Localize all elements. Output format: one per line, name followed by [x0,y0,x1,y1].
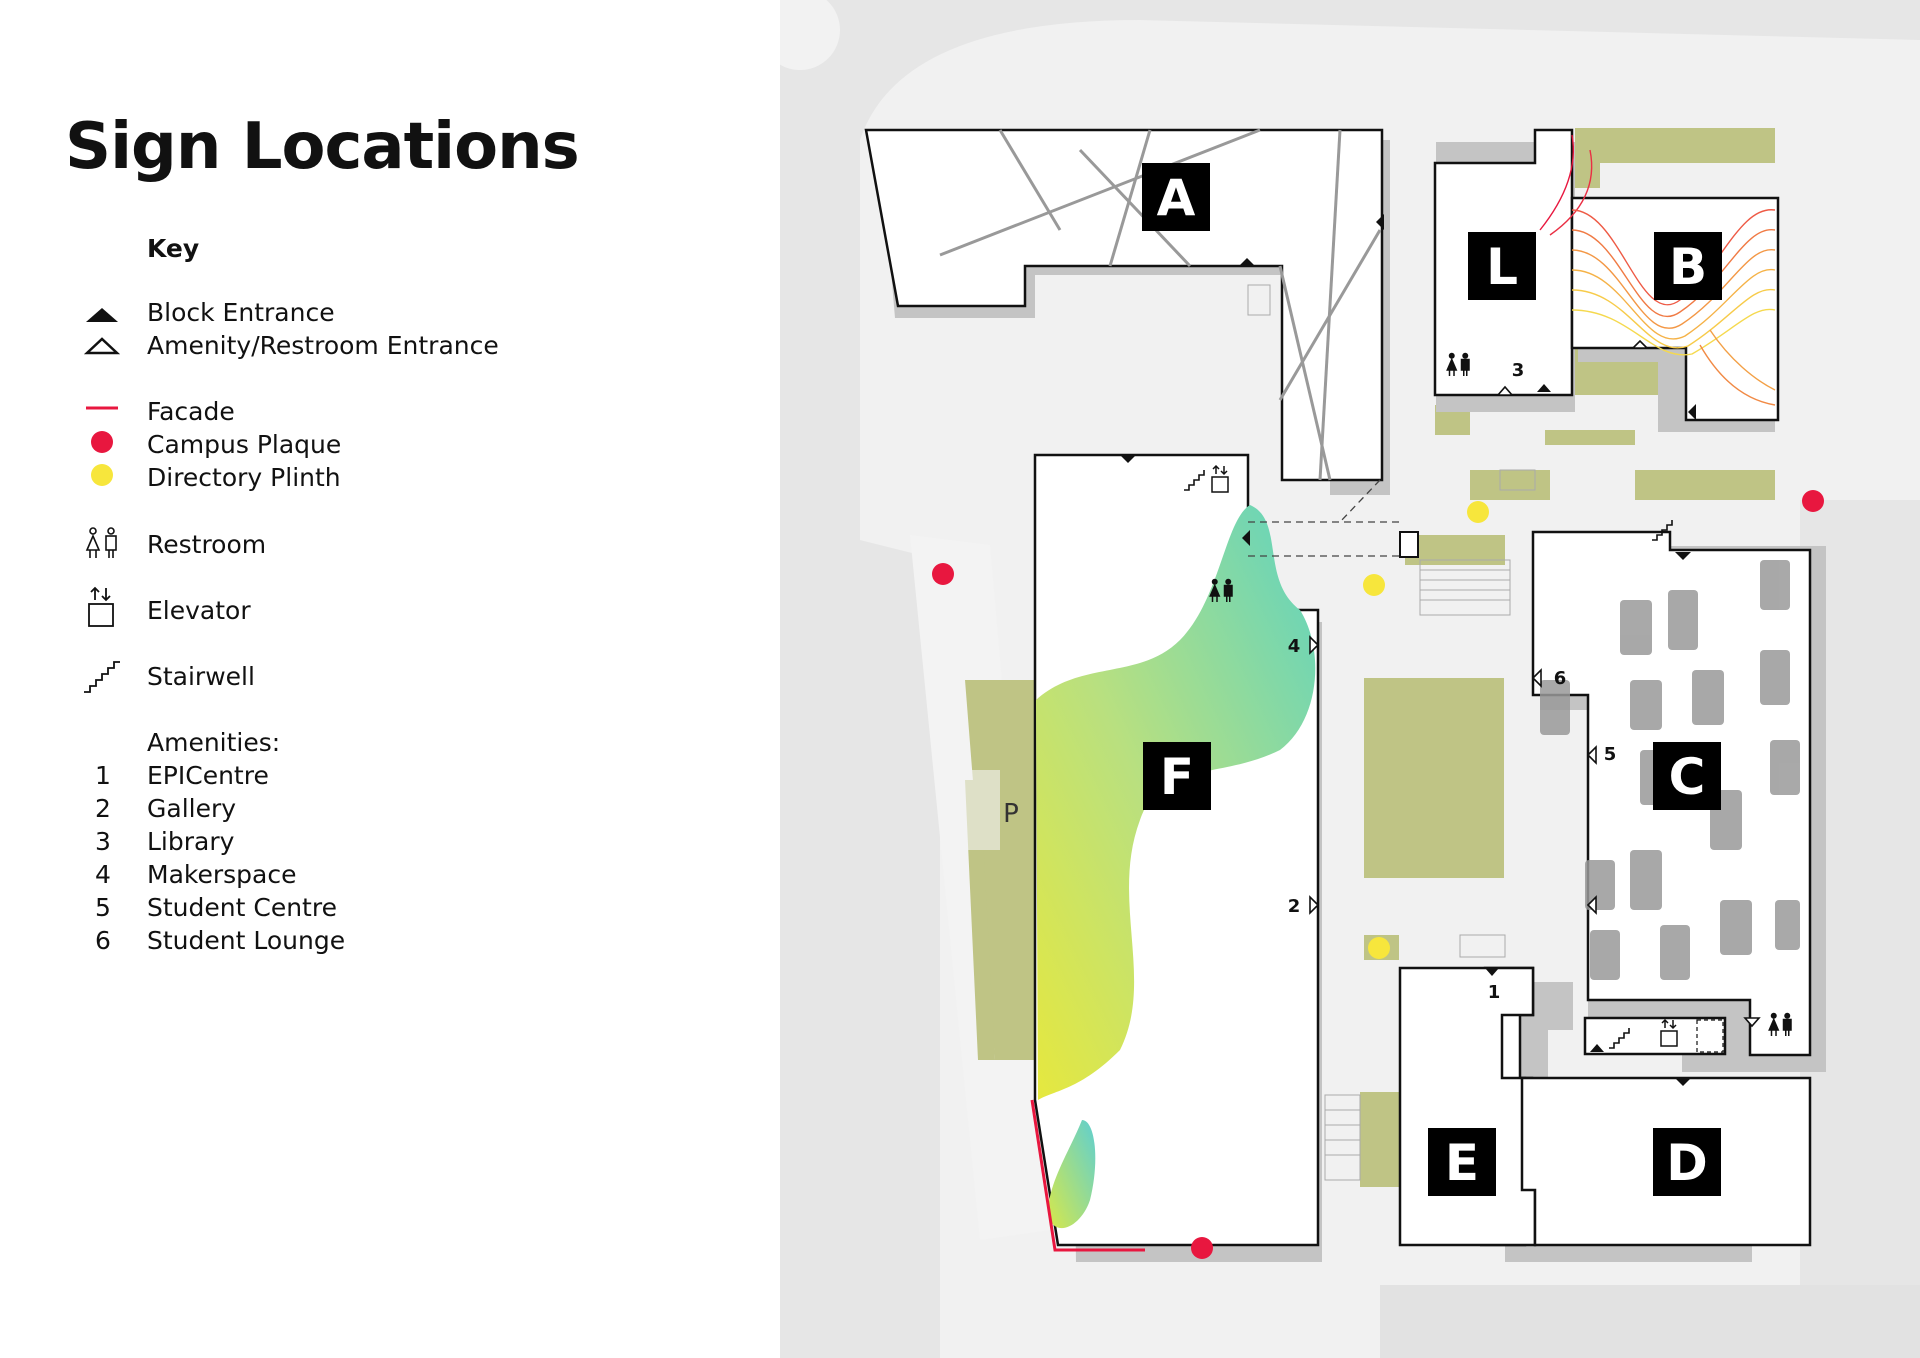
amenity-entrances [1309,339,1761,1028]
restroom-icon [1768,1012,1792,1036]
library-contours [1539,134,1776,406]
facade-line [1030,1099,1145,1252]
annex-door [1696,1019,1724,1053]
block-b-label-bg [1654,232,1722,300]
elevator-icon [1211,464,1229,493]
amenity-number: 5 [95,893,111,922]
amenity-number: 3 [95,827,111,856]
block-l-label-bg [1468,232,1536,300]
amenities-heading: Amenities: [147,728,281,757]
south-strip [1380,1285,1920,1358]
legend-label-block-entrance: Block Entrance [147,298,335,327]
block-c-label-bg [1653,742,1721,810]
amenity-5-marker: 5 [1604,744,1617,765]
stairwell-icon [1184,470,1673,1049]
legend-label-stairwell: Stairwell [147,662,255,691]
campus-plaque [1802,490,1824,512]
legend-label-amenity-entrance: Amenity/Restroom Entrance [147,331,499,360]
amenity-label: EPICentre [147,761,269,790]
amenity-label: Student Lounge [147,926,346,955]
block-c-label: C [1669,748,1706,806]
block-a-lines [939,128,1382,481]
amenity-2-marker: 2 [1288,896,1301,917]
elevator-icon [1660,1018,1678,1047]
elevator-icon [88,586,114,627]
restroom-icon [1446,352,1470,376]
legend-label-directory-plinth: Directory Plinth [147,463,341,492]
parking-bay [940,770,1000,850]
legend-label-restroom: Restroom [147,530,267,559]
amenity-label: Makerspace [147,860,297,889]
block-d-label-bg [1653,1128,1721,1196]
block-c-annex [1583,1016,1727,1056]
legend-label-campus-plaque: Campus Plaque [147,430,342,459]
amenity-1-marker: 1 [1488,982,1501,1003]
tree-canopy [780,0,840,70]
legend-label-elevator: Elevator [147,596,251,625]
covered-walkway [1248,479,1400,557]
legend-panel: Sign Locations Key Block Entrance Amenit… [0,0,780,1358]
amenity-label: Library [147,827,235,856]
directory-plinth [1467,501,1489,523]
block-c-patches [1540,560,1800,980]
block-f-gradient-small [1048,1120,1096,1229]
block-b [1570,196,1780,422]
amenity-6-marker: 6 [1554,668,1567,689]
block-f-label-bg [1143,742,1211,810]
block-l-label: L [1486,238,1518,296]
block-a-label: A [1157,169,1196,227]
campus-map-svg: A L B F [780,0,1920,1358]
amenity-number: 4 [95,860,111,889]
parking-label: P [1003,799,1019,829]
directory-plinth-icon [91,464,113,486]
block-e-label-bg [1428,1128,1496,1196]
block-entrances [1120,214,1696,1086]
amenity-number: 6 [95,926,111,955]
amenity-label: Gallery [147,794,237,823]
block-b-label: B [1669,238,1707,296]
amenity-number: 2 [95,794,111,823]
restroom-icon [1209,578,1233,602]
campus-map: A L B F [780,0,1920,1358]
legend-label-facade: Facade [147,397,235,426]
block-e-body [1398,966,1537,1247]
stairwell-icon [84,661,120,693]
key-heading: Key [147,234,200,263]
facade-icon [86,406,118,410]
campus-plaque [932,563,954,585]
exterior-stairs [1247,284,1536,1181]
amenity-entrance-icon [84,337,120,355]
amenity-3-marker: 3 [1512,360,1525,381]
amenity-number: 1 [95,761,111,790]
directory-plinth [1363,574,1385,596]
amenity-label: Student Centre [147,893,337,922]
campus-plaque-icon [91,431,113,453]
block-a-label-bg [1142,163,1210,231]
amenity-4-marker: 4 [1288,636,1301,657]
restroom-icon [85,527,117,558]
directory-plinth [1368,937,1390,959]
block-a [864,128,1384,482]
kiosk [1399,531,1419,558]
block-e-label: E [1445,1134,1479,1192]
campus-plaque [1191,1237,1213,1259]
block-f-gradient [1036,505,1316,1100]
block-entrance-icon [86,308,118,322]
block-f-label: F [1160,748,1194,806]
page-title: Sign Locations [65,110,580,184]
block-d-label: D [1666,1134,1708,1192]
